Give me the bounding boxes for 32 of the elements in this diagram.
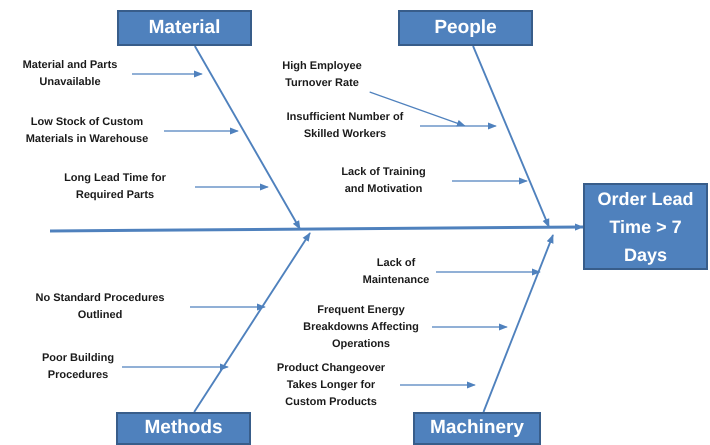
category-box: Machinery: [413, 412, 541, 445]
arrow: [164, 127, 239, 135]
arrow: [452, 177, 528, 185]
category-box: Material: [117, 10, 252, 46]
cause-text: Insufficient Number of Skilled Workers: [270, 109, 420, 143]
arrow: [369, 91, 466, 127]
arrow: [436, 268, 541, 276]
arrow: [472, 46, 550, 228]
arrow: [400, 381, 476, 389]
arrow: [194, 46, 301, 230]
arrow: [432, 323, 508, 331]
arrow: [420, 122, 497, 130]
cause-text: Lack of Training and Motivation: [315, 164, 452, 198]
cause-text: Frequent Energy Breakdowns Affecting Operations: [290, 302, 432, 352]
cause-text: Poor Building Procedures: [34, 350, 122, 384]
cause-text: Product Changeover Takes Longer for Custom Products: [262, 360, 400, 410]
cause-text: Low Stock of Custom Materials in Warehouse: [10, 106, 164, 156]
spine-arrow: [50, 223, 584, 232]
category-box: Methods: [116, 412, 251, 445]
arrow: [132, 70, 203, 78]
arrow: [193, 232, 311, 413]
cause-text: Long Lead Time for Required Parts: [35, 170, 195, 204]
arrow: [122, 363, 229, 371]
cause-text: High Employee Turnover Rate: [262, 58, 382, 92]
cause-text: Material and Parts Unavailable: [8, 57, 132, 91]
arrow: [195, 183, 269, 191]
cause-text: No Standard Procedures Outlined: [10, 290, 190, 324]
effect-box: Order Lead Time > 7 Days: [583, 183, 708, 270]
category-box: People: [398, 10, 533, 46]
arrow: [482, 234, 554, 412]
cause-text: Lack of Maintenance: [356, 255, 436, 289]
arrow: [190, 303, 266, 311]
